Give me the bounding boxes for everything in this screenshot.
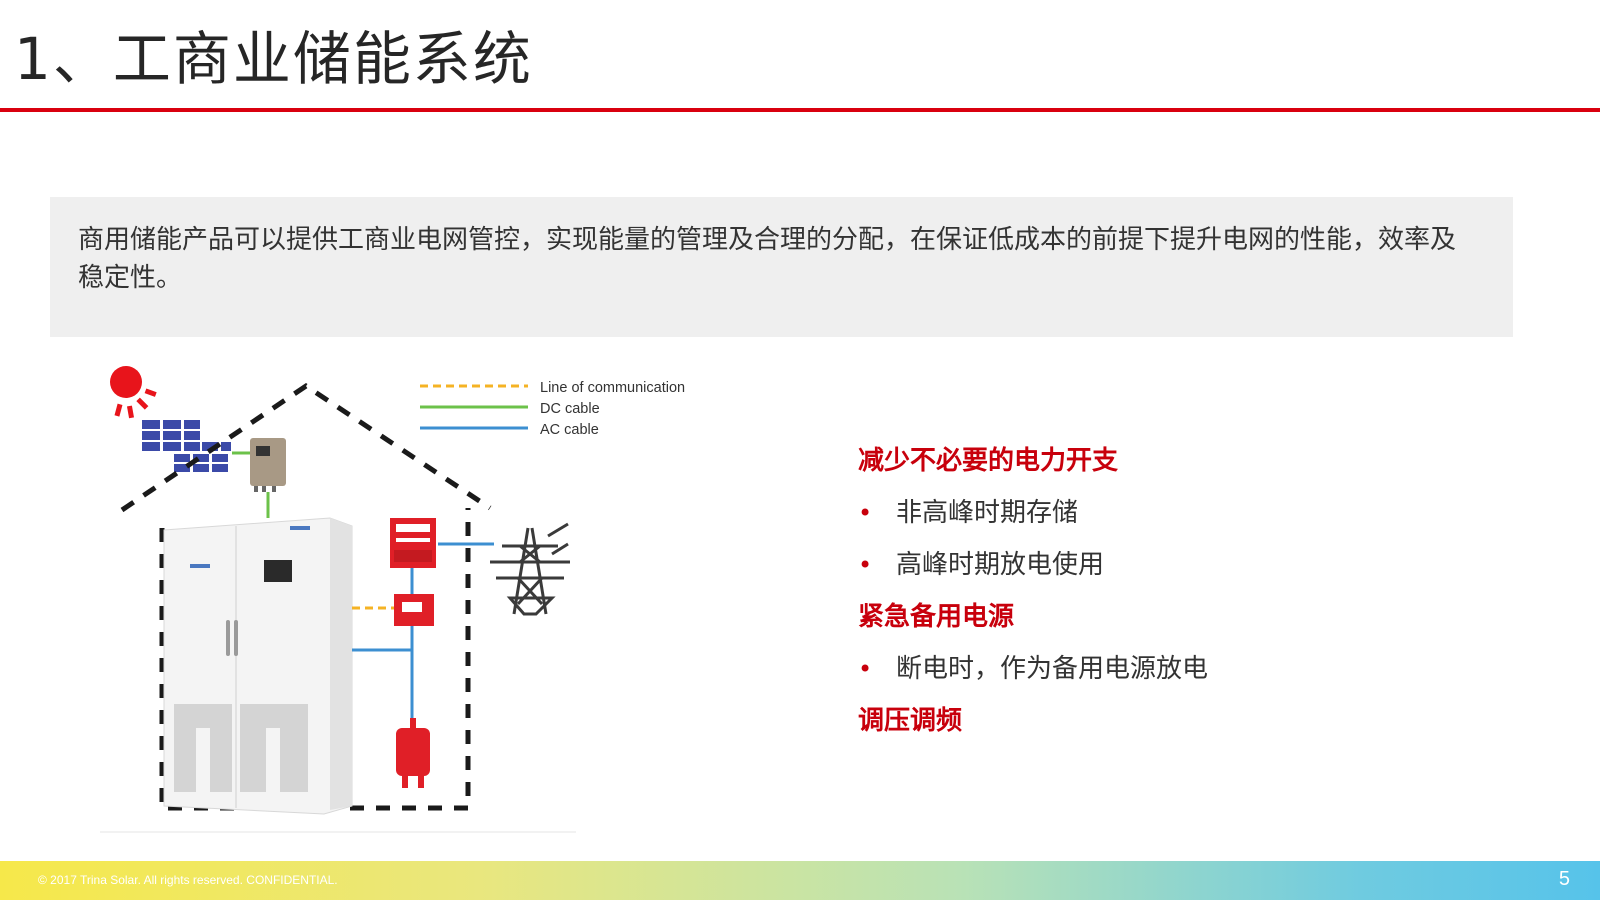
legend-label: DC cable <box>540 401 600 417</box>
benefits-panel: 减少不必要的电力开支 • 非高峰时期存储 • 高峰时期放电使用 紧急备用电源 •… <box>858 440 1558 752</box>
legend-item-communication: Line of communication <box>420 380 685 396</box>
plug-icon <box>396 718 430 788</box>
list-item-text: 断电时，作为备用电源放电 <box>896 654 1209 684</box>
control-panel-icon <box>390 518 436 568</box>
copyright-text: © 2017 Trina Solar. All rights reserved.… <box>38 873 338 887</box>
section-heading-cost: 减少不必要的电力开支 <box>858 446 1119 476</box>
legend: Line of communication DC cable AC cable <box>420 380 685 438</box>
legend-label: AC cable <box>540 422 599 438</box>
legend-item-ac: AC cable <box>420 422 599 438</box>
slide-title: 1、工商业储能系统 <box>14 25 533 93</box>
intro-text: 商用储能产品可以提供工商业电网管控，实现能量的管理及合理的分配，在保证低成本的前… <box>78 225 1457 293</box>
house-outline <box>120 382 492 811</box>
legend-item-dc: DC cable <box>420 401 600 417</box>
section-heading-backup: 紧急备用电源 <box>858 602 1015 632</box>
power-tower-icon <box>490 522 570 616</box>
list-item-text: 非高峰时期存储 <box>896 498 1079 528</box>
solar-panel-icon <box>142 420 231 472</box>
bullet-icon: • <box>858 655 873 683</box>
meter-icon <box>394 594 434 626</box>
list-item: • 非高峰时期存储 <box>858 492 1558 544</box>
dc-cable <box>232 451 270 518</box>
ac-cable <box>352 542 494 728</box>
sun-icon <box>110 366 157 419</box>
list-item: • 高峰时期放电使用 <box>858 544 1558 596</box>
section-heading-regulation: 调压调频 <box>858 706 963 736</box>
bullet-icon: • <box>858 499 873 527</box>
title-divider <box>0 108 1600 112</box>
list-item: • 断电时，作为备用电源放电 <box>858 648 1558 700</box>
battery-cabinet-icon <box>163 517 353 815</box>
intro-panel: 商用储能产品可以提供工商业电网管控，实现能量的管理及合理的分配，在保证低成本的前… <box>50 197 1513 337</box>
storage-system-diagram: Line of communication DC cable AC cable <box>100 366 685 833</box>
inverter-icon <box>250 438 286 492</box>
footer-bar: © 2017 Trina Solar. All rights reserved.… <box>0 861 1600 900</box>
list-item-text: 高峰时期放电使用 <box>896 550 1105 580</box>
bullet-icon: • <box>858 551 873 579</box>
page-number: 5 <box>1558 868 1570 890</box>
legend-label: Line of communication <box>540 380 685 396</box>
